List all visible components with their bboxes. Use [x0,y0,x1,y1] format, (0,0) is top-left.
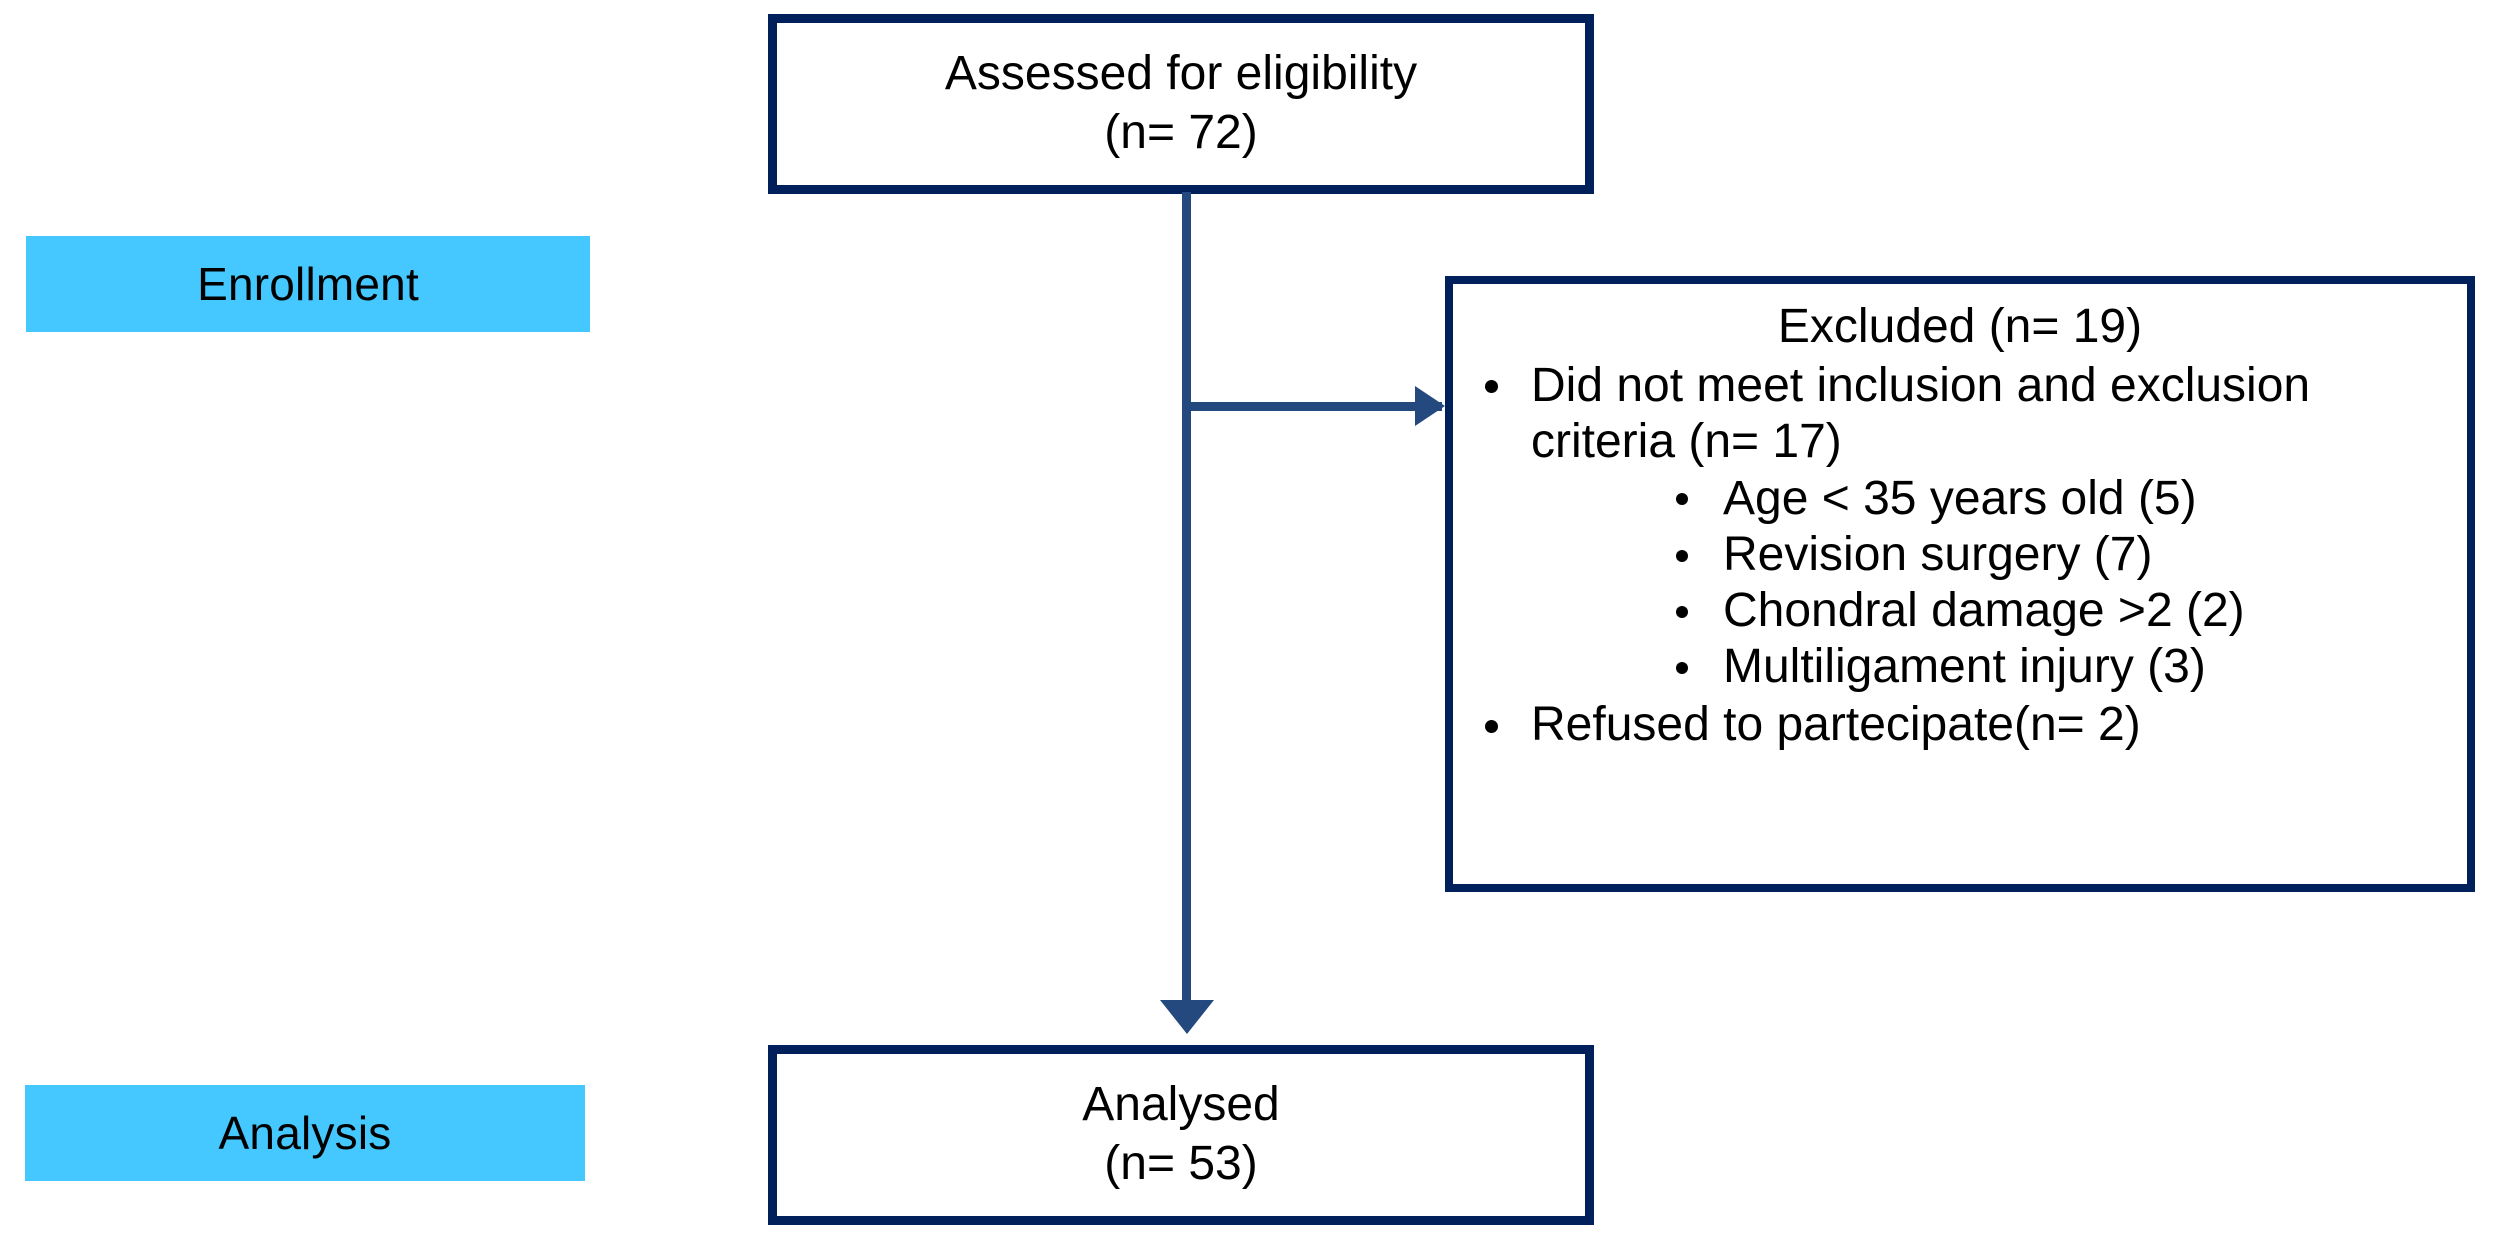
connector-assessed-to-analysed [1182,192,1191,1007]
stage-banner-analysis-label: Analysis [218,1106,392,1159]
box-analysed: Analysed (n= 53) [768,1045,1594,1225]
list-item: Multiligament injury (3) [1531,639,2455,695]
list-item: Chondral damage >2 (2) [1531,583,2455,639]
box-analysed-title: Analysed [1082,1078,1280,1132]
excluded-subreason-label: Multiligament injury (3) [1723,640,2206,694]
bullet-dot-icon [1676,661,1688,674]
excluded-subreason-list: Age < 35 years old (5) Revision surgery … [1531,471,2455,696]
stage-banner-enrollment-label: Enrollment [197,257,419,310]
list-item: Did not meet inclusion and exclusion cri… [1465,358,2455,696]
list-item: Age < 35 years old (5) [1531,471,2455,527]
bullet-dot-icon [1485,379,1498,393]
box-analysed-count: (n= 53) [1104,1137,1258,1190]
bullet-dot-icon [1676,605,1688,618]
bullet-dot-icon [1485,719,1498,733]
bullet-dot-icon [1676,493,1688,506]
excluded-reason-label: Did not meet inclusion and exclusion cri… [1531,358,2311,469]
box-assessed-count: (n= 72) [1104,106,1258,159]
connector-assessed-to-excluded [1182,402,1442,411]
stage-banner-analysis: Analysis [25,1085,585,1181]
box-assessed-title: Assessed for eligibility [944,47,1418,101]
excluded-subreason-label: Chondral damage >2 (2) [1723,584,2245,638]
excluded-subreason-label: Revision surgery (7) [1723,528,2153,581]
box-excluded: Excluded (n= 19) Did not meet inclusion … [1445,276,2475,892]
excluded-subreason-label: Age < 35 years old (5) [1723,471,2197,525]
stage-banner-enrollment: Enrollment [26,236,590,332]
arrowhead-right-icon [1415,386,1445,426]
excluded-reason-list: Did not meet inclusion and exclusion cri… [1465,358,2455,755]
box-excluded-title: Excluded (n= 19) [1777,300,2143,353]
bullet-dot-icon [1676,549,1688,562]
list-item: Refused to partecipate(n= 2) [1465,697,2455,754]
excluded-reason-label: Refused to partecipate(n= 2) [1531,698,2141,752]
box-assessed-for-eligibility: Assessed for eligibility (n= 72) [768,14,1594,194]
list-item: Revision surgery (7) [1531,527,2455,583]
arrowhead-down-icon [1160,1000,1214,1034]
